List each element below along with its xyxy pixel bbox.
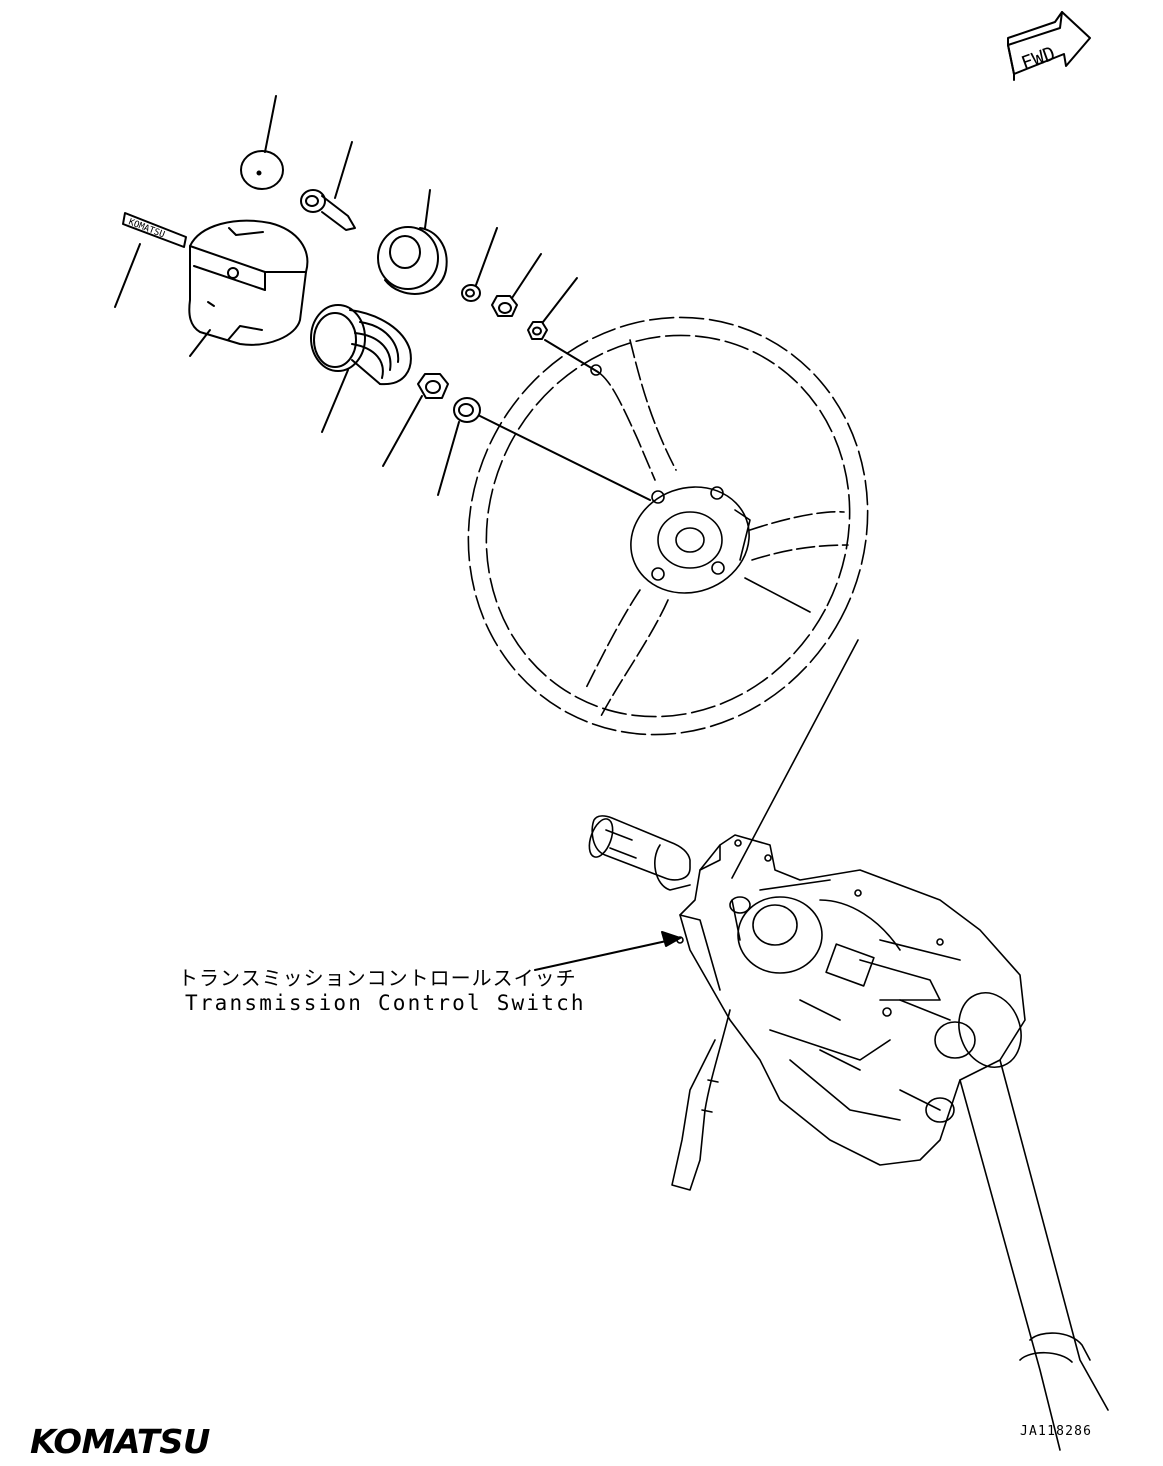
nut-part xyxy=(491,253,542,317)
nut-lower xyxy=(382,373,449,467)
fwd-arrow: FWD xyxy=(1007,11,1091,81)
boss-part xyxy=(377,189,448,295)
callout-label-japanese: トランスミッションコントロールスイッチ xyxy=(178,966,577,990)
brand-logo: KOMATSU xyxy=(30,1422,210,1461)
cap-part xyxy=(240,95,284,190)
callout-label-english: Transmission Control Switch xyxy=(185,991,586,1015)
washer-small xyxy=(461,227,498,302)
washer-lower xyxy=(437,397,651,501)
drawing-number: JA118286 xyxy=(1020,1424,1093,1439)
contact-ring xyxy=(310,304,412,433)
steering-wheel xyxy=(467,316,869,736)
bolt-part xyxy=(300,141,356,231)
emblem-plate: KOMATSU xyxy=(114,212,187,308)
steering-column-assembly xyxy=(588,815,1109,1451)
leader-line xyxy=(731,639,859,879)
horn-pad xyxy=(188,219,309,357)
callout-arrow xyxy=(534,931,681,971)
small-nut xyxy=(527,277,599,373)
